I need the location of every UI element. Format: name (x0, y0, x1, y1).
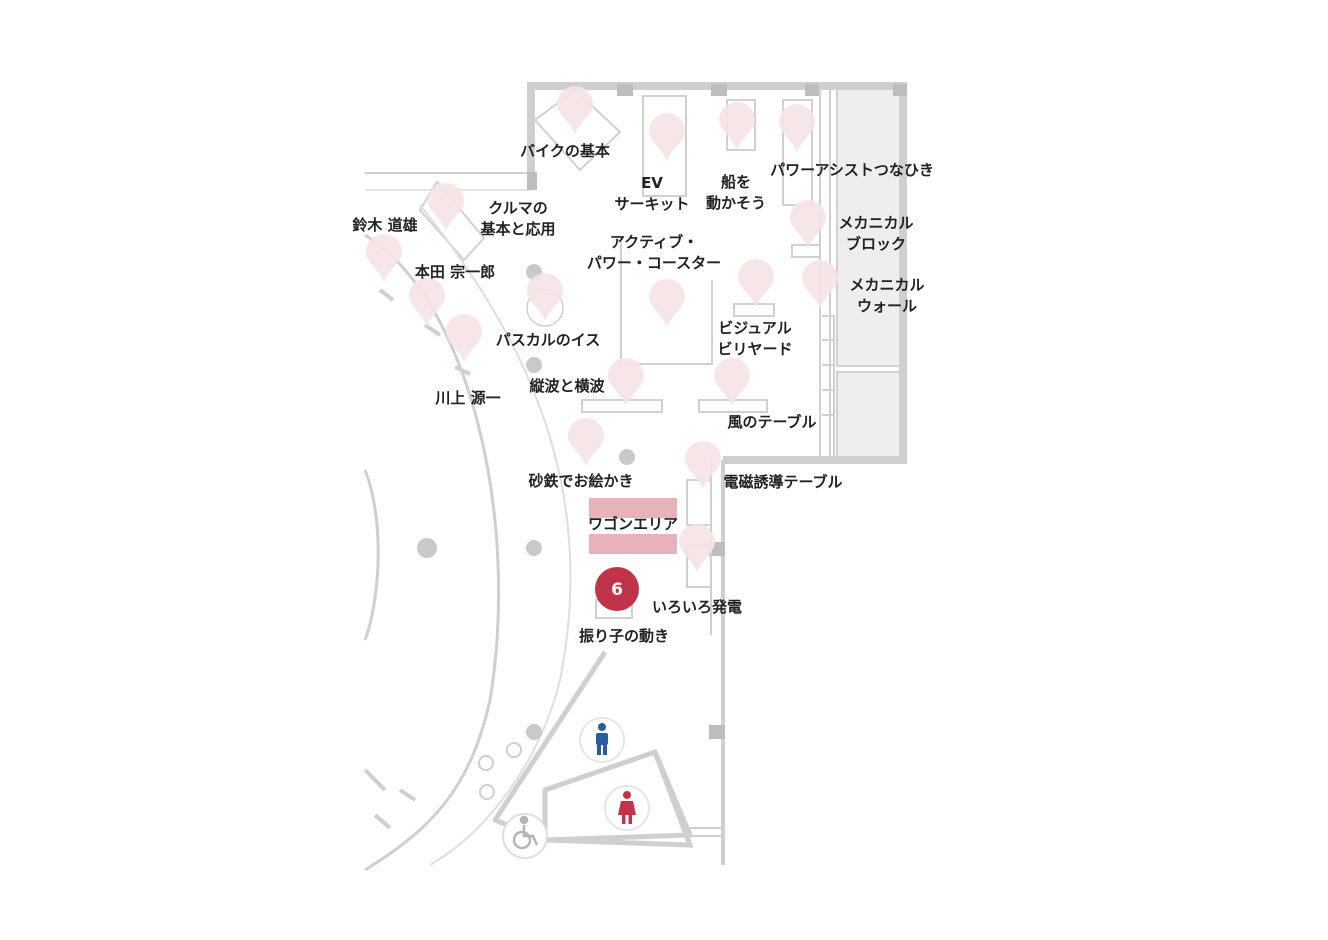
exhibit-label-generator[interactable]: いろいろ発電 (652, 598, 742, 616)
exhibit-label-line: 船を (721, 173, 751, 191)
exhibit-pin-icon[interactable] (790, 200, 826, 248)
exhibit-pin-icon[interactable] (557, 86, 593, 134)
exhibit-pin-icon[interactable] (649, 113, 685, 161)
exhibit-pin-icon[interactable] (719, 102, 755, 150)
exhibit-label-coaster[interactable]: アクティブ・パワー・コースター (587, 233, 721, 272)
pin-shape (568, 418, 604, 466)
current-location-circle (595, 567, 639, 611)
male-restroom-icon (596, 723, 608, 755)
exhibit-label-car[interactable]: クルマの基本と応用 (479, 199, 555, 238)
pin-shape (802, 260, 838, 308)
exhibit-label-line: 本田 宗一郎 (415, 263, 495, 281)
exhibit-label-line: EV (641, 174, 663, 192)
pin-shape (428, 183, 464, 231)
wagon-area (589, 498, 677, 554)
exhibit-pin-icon[interactable] (608, 358, 644, 406)
exhibit-label-line: パワーアシストつなひき (770, 161, 934, 179)
exhibit-pin-icon[interactable] (366, 234, 402, 282)
pin-shape (527, 273, 563, 321)
pin-shape (409, 278, 445, 326)
exhibit-label-kawakami[interactable]: 川上 源一 (434, 389, 500, 407)
pin-shape (719, 102, 755, 150)
current-location-marker[interactable]: 6 (595, 567, 639, 611)
exhibit-label-line: メカニカル (838, 214, 913, 232)
exhibit-label-line: ブロック (846, 235, 906, 253)
exhibit-label-line: パワー・コースター (587, 254, 721, 272)
exhibit-label-line: 砂鉄でお絵かき (528, 472, 633, 490)
exhibit-label-line: 動かそう (706, 194, 766, 212)
exhibit-label-ship[interactable]: 船を動かそう (706, 173, 766, 212)
exhibit-label-induction[interactable]: 電磁誘導テーブル (723, 473, 842, 491)
pin-shape (649, 279, 685, 327)
exhibit-pin-icon[interactable] (738, 259, 774, 307)
exhibit-pin-icon[interactable] (714, 358, 750, 406)
exhibit-label-sand[interactable]: 砂鉄でお絵かき (528, 472, 633, 490)
exhibit-pin-icon[interactable] (802, 260, 838, 308)
pin-shape (366, 234, 402, 282)
exhibit-pin-icon[interactable] (679, 524, 715, 572)
exhibit-label-suzuki[interactable]: 鈴木 道雄 (352, 216, 417, 234)
exhibit-label-line: バイクの基本 (520, 142, 610, 160)
exhibit-label-line: いろいろ発電 (652, 598, 742, 616)
exhibit-label-line: 縦波と横波 (529, 377, 605, 395)
exhibit-label-line: 電磁誘導テーブル (723, 473, 842, 491)
exhibit-label-bike[interactable]: バイクの基本 (520, 142, 610, 160)
exhibit-label-line: パスカルのイス (496, 331, 601, 349)
exhibit-pin-icon[interactable] (428, 183, 464, 231)
exhibit-label-wagon[interactable]: ワゴンエリア (588, 515, 678, 533)
exhibit-label-waves[interactable]: 縦波と横波 (529, 377, 605, 395)
exhibit-label-ev[interactable]: EV サーキット (614, 174, 689, 213)
exhibit-label-mech-block[interactable]: メカニカルブロック (838, 214, 913, 253)
exhibit-label-pendulum[interactable]: 振り子の動き (579, 627, 669, 645)
exhibit-label-honda[interactable]: 本田 宗一郎 (415, 263, 495, 281)
exhibit-label-line: 鈴木 道雄 (352, 216, 417, 234)
pin-shape (790, 200, 826, 248)
pin-shape (779, 104, 815, 152)
exhibit-label-line: アクティブ・ (610, 233, 698, 251)
female-restroom-icon (618, 791, 636, 824)
exhibit-label-line: ワゴンエリア (588, 515, 678, 533)
exhibit-label-line: 基本と応用 (479, 220, 555, 238)
exhibit-label-line: クルマの (488, 199, 548, 217)
pin-shape (608, 358, 644, 406)
exhibit-pins (366, 86, 838, 572)
wheelchair-icon (512, 815, 539, 850)
exhibit-pin-icon[interactable] (568, 418, 604, 466)
exhibit-label-line: メカニカル (849, 276, 924, 294)
exhibit-pin-icon[interactable] (685, 441, 721, 489)
exhibit-label-wind[interactable]: 風のテーブル (727, 413, 816, 431)
exhibit-label-pascal[interactable]: パスカルのイス (496, 331, 601, 349)
pin-shape (649, 113, 685, 161)
exhibit-pin-icon[interactable] (649, 279, 685, 327)
pin-shape (446, 314, 482, 362)
exhibit-label-power-assist[interactable]: パワーアシストつなひき (770, 161, 934, 179)
restroom-block (492, 650, 723, 859)
curved-hall (363, 204, 635, 872)
exhibit-label-line: 川上 源一 (434, 389, 500, 407)
exhibit-label-mech-wall[interactable]: メカニカルウォール (849, 276, 924, 315)
pin-shape (685, 441, 721, 489)
exhibit-label-billiard[interactable]: ビジュアルビリヤード (717, 319, 792, 358)
pin-shape (557, 86, 593, 134)
exhibit-label-line: ウォール (857, 297, 917, 315)
exhibit-pin-icon[interactable] (527, 273, 563, 321)
exhibit-label-line: ビリヤード (717, 340, 792, 358)
pin-shape (679, 524, 715, 572)
exhibit-label-line: 風のテーブル (727, 413, 816, 431)
pin-shape (738, 259, 774, 307)
exhibit-label-line: サーキット (614, 195, 689, 213)
exhibit-pin-icon[interactable] (409, 278, 445, 326)
exhibit-label-line: ビジュアル (718, 319, 792, 337)
pin-shape (714, 358, 750, 406)
current-location-number: 6 (611, 580, 623, 600)
exhibit-pin-icon[interactable] (446, 314, 482, 362)
exhibit-pin-icon[interactable] (779, 104, 815, 152)
exhibit-label-line: 振り子の動き (579, 627, 669, 645)
